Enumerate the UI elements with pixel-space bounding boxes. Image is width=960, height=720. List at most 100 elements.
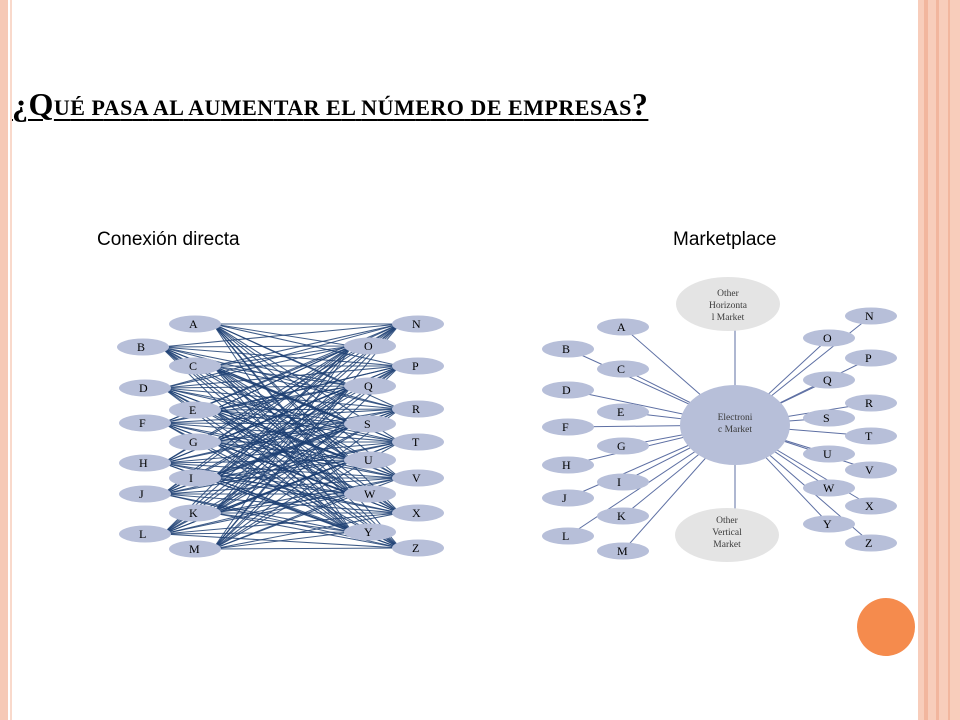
connection-line [162,477,401,495]
node-label: N [865,309,874,323]
company-node-w: W [344,485,396,503]
node-ellipse [344,523,396,541]
node-label: K [617,509,626,523]
connection-line [212,323,401,514]
node-label: Horizonta [709,301,748,311]
node-ellipse [803,371,855,389]
connection-line [212,547,401,550]
node-ellipse [845,394,897,412]
node-ellipse [169,401,221,419]
node-label: Y [364,525,373,539]
node-ellipse [392,400,444,418]
node-label: L [562,529,569,543]
connection-line [212,323,401,550]
company-node-s: S [344,415,396,433]
node-ellipse [169,540,221,558]
market-node-p: P [845,349,897,367]
node-ellipse [169,433,221,451]
connection-line [212,385,353,550]
node-ellipse [169,504,221,522]
company-node-p: P [392,357,444,375]
connection-line [212,493,353,550]
node-label: Q [823,373,832,387]
node-label: D [139,381,148,395]
node-label: C [189,359,197,373]
node-label: X [412,506,421,520]
company-node-c: C [169,357,221,375]
node-label: Other [717,289,739,299]
connection-line [162,345,353,389]
node-ellipse [344,377,396,395]
node-label: l Market [712,313,745,323]
node-ellipse [676,277,780,331]
connection-line [160,345,353,348]
node-label: T [865,429,873,443]
connection-line [212,408,401,443]
node-ellipse [392,469,444,487]
connection-line [212,459,353,550]
node-label: O [823,331,832,345]
connection-line [162,531,353,535]
connection-line [212,512,401,550]
left-frame-line [10,0,12,720]
market-node-f: F [542,418,594,436]
node-ellipse [803,445,855,463]
node-label: F [562,420,569,434]
market-node-w: W [803,479,855,497]
node-ellipse [169,469,221,487]
node-label: X [865,499,874,513]
market-node-t: T [845,427,897,445]
node-label: P [865,351,872,365]
connection-line [212,345,353,443]
node-ellipse [392,504,444,522]
node-label: K [189,506,198,520]
company-node-t: T [392,433,444,451]
node-label: M [189,542,200,556]
node-label: Vertical [712,528,742,538]
node-ellipse [803,409,855,427]
node-ellipse [119,414,171,432]
node-ellipse [675,508,779,562]
company-node-x: X [392,504,444,522]
node-label: C [617,362,625,376]
company-node-k: K [169,504,221,522]
connection-line [162,493,353,535]
node-label: R [412,402,420,416]
company-node-f: F [119,414,171,432]
node-ellipse [119,454,171,472]
market-node-h: H [542,456,594,474]
node-label: Z [865,536,872,550]
company-node-a: A [169,315,221,333]
company-node-j: J [119,485,171,503]
node-ellipse [803,329,855,347]
node-label: M [617,544,628,558]
node-label: W [364,487,376,501]
connection-line [162,345,353,495]
node-ellipse [542,381,594,399]
company-node-e: E [169,401,221,419]
market-node-a: A [597,318,649,336]
node-ellipse [169,315,221,333]
slide-title: ¿QUÉ PASA AL AUMENTAR EL NÚMERO DE EMPRE… [12,86,649,122]
node-label: I [617,475,621,489]
node-ellipse [344,451,396,469]
node-ellipse [803,479,855,497]
node-ellipse [597,473,649,491]
node-ellipse [542,456,594,474]
node-ellipse [597,542,649,560]
market-node-r: R [845,394,897,412]
company-node-v: V [392,469,444,487]
connection-line [212,365,401,550]
node-label: O [364,339,373,353]
market-node-b: B [542,340,594,358]
company-node-n: N [392,315,444,333]
connection-line [212,531,353,550]
connection-line [212,423,353,514]
node-ellipse [392,539,444,557]
node-label: Y [823,517,832,531]
node-label: L [139,527,146,541]
